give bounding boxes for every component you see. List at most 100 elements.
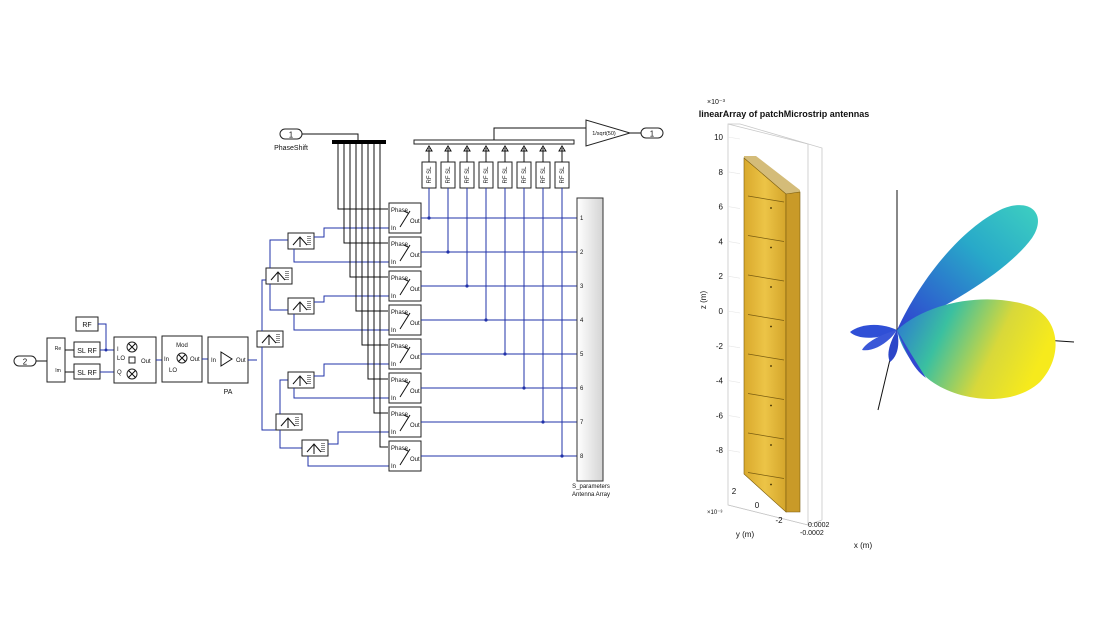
z-gridline (727, 449, 741, 453)
rf-label: RF (82, 322, 91, 329)
plot-title: linearArray of patchMicrostrip antennas (699, 109, 870, 119)
z-tick-label: 8 (719, 168, 724, 177)
patch-element-edge (747, 274, 785, 282)
rf-sl-converter-block[interactable]: RF SL (516, 161, 532, 189)
gain-label: 1/sqrt(50) (592, 131, 616, 137)
patch-feed-point (770, 444, 772, 446)
phase-in-label: In (391, 260, 396, 266)
tap-junction (446, 250, 450, 254)
patch-feed-point (770, 246, 772, 249)
rf-sl-converter-block[interactable]: RF SL (478, 161, 494, 189)
phase-in-label: In (391, 430, 396, 436)
inport-signal-label: 2 (23, 358, 28, 367)
patch-element-edge (747, 235, 785, 242)
z-tick-label: 6 (719, 203, 724, 212)
pa-out-label: Out (236, 358, 246, 364)
re-label: Re (55, 346, 62, 352)
tap-junction (484, 318, 488, 322)
rf-sl-converter-block[interactable]: RF SL (535, 161, 551, 189)
outport-label: 1 (650, 130, 655, 139)
inport-signal[interactable]: 2 (13, 355, 37, 367)
inport-phaseshift[interactable]: 1 PhaseShift (274, 128, 308, 152)
z-gridline (727, 171, 741, 175)
rf-sl-converter-block[interactable]: RF SL (459, 161, 475, 189)
phase-in-label: In (391, 464, 396, 470)
phase-control-line (373, 144, 388, 414)
gain-block[interactable]: 1/sqrt(50) (585, 119, 632, 147)
rf-sl-converter-block[interactable]: RF SL (497, 161, 513, 189)
mux-bar (413, 139, 575, 145)
iq-lo-label: LO (117, 356, 125, 362)
rf-sl-arrow (539, 145, 547, 152)
splitter-feed-line (293, 314, 389, 331)
power-splitter-block[interactable] (287, 371, 315, 389)
sl-rf-block-i[interactable]: SL RF (73, 341, 101, 358)
z-tick-label: -6 (716, 411, 724, 420)
iq-modulator-block[interactable]: I Q LO Out (113, 336, 157, 384)
splitter-feed-line (293, 249, 389, 263)
phase-in-label: In (391, 226, 396, 232)
outport[interactable]: 1 (640, 127, 664, 139)
phase-control-line (343, 144, 388, 244)
phase-input-label: Phase (391, 310, 409, 316)
rf-sl-arrow (558, 145, 566, 152)
z-gridline (727, 345, 741, 349)
mod-block[interactable]: Mod In Out LO (161, 335, 203, 383)
array-port-label: 8 (580, 454, 584, 460)
rf-sl-arrow (520, 145, 528, 152)
phase-control-line (361, 144, 388, 346)
x-tick-0: 0.0002 (808, 522, 830, 529)
phase-out-label: Out (410, 355, 420, 361)
sl-rf-block-q[interactable]: SL RF (73, 363, 101, 380)
patch-feed-point (770, 404, 772, 407)
patch-element-edge (747, 472, 785, 479)
power-splitter-block[interactable] (287, 297, 315, 315)
power-splitter-block[interactable] (301, 439, 329, 457)
s-parameters-antenna-array-block[interactable]: S_parameters Antenna Array (572, 197, 610, 498)
phase-out-label: Out (410, 457, 420, 463)
phase-input-label: Phase (391, 378, 409, 384)
pa-label: PA (224, 389, 233, 396)
power-splitter-block[interactable] (256, 330, 284, 348)
phase-in-label: In (391, 362, 396, 368)
array-port-label: 4 (580, 318, 584, 324)
power-splitter-block[interactable] (287, 232, 315, 250)
rf-block[interactable]: RF (75, 316, 99, 332)
phase-out-label: Out (410, 287, 420, 293)
rf-sl-converter-block[interactable]: RF SL (421, 161, 437, 189)
patch-feed-point (770, 365, 772, 367)
patch-element-edge (747, 393, 785, 400)
power-splitter-block[interactable] (265, 267, 293, 285)
z-gridline (727, 241, 741, 244)
z-gridline (727, 275, 741, 279)
rf-sl-converter-block[interactable]: RF SL (440, 161, 456, 189)
patch-feed-point (770, 325, 772, 328)
upper-lobe (897, 205, 1038, 330)
tap-junction (503, 352, 507, 356)
phase-in-label: In (391, 396, 396, 402)
array-label: Antenna Array (572, 492, 610, 498)
mod-label: Mod (176, 343, 188, 349)
power-splitter-tree (256, 227, 389, 467)
power-splitter-block[interactable] (275, 413, 303, 431)
main-lobe (897, 299, 1056, 399)
slrf-i-label: SL RF (77, 348, 97, 355)
power-amplifier-block[interactable]: In Out PA (207, 336, 249, 396)
y-exponent: ×10⁻³ (707, 510, 722, 516)
complex-to-real-imag-block[interactable]: Re Im (46, 337, 66, 383)
phase-control-line (337, 144, 388, 210)
z-gridline (727, 206, 741, 209)
phase-shifter-column: PhaseInOutPhaseInOutPhaseInOutPhaseInOut… (337, 144, 577, 472)
rf-sl-arrow (463, 145, 471, 152)
rf-sl-converter-block[interactable]: RF SL (554, 161, 570, 189)
tap-junction (541, 420, 545, 424)
y-tick-2: -2 (775, 516, 783, 525)
